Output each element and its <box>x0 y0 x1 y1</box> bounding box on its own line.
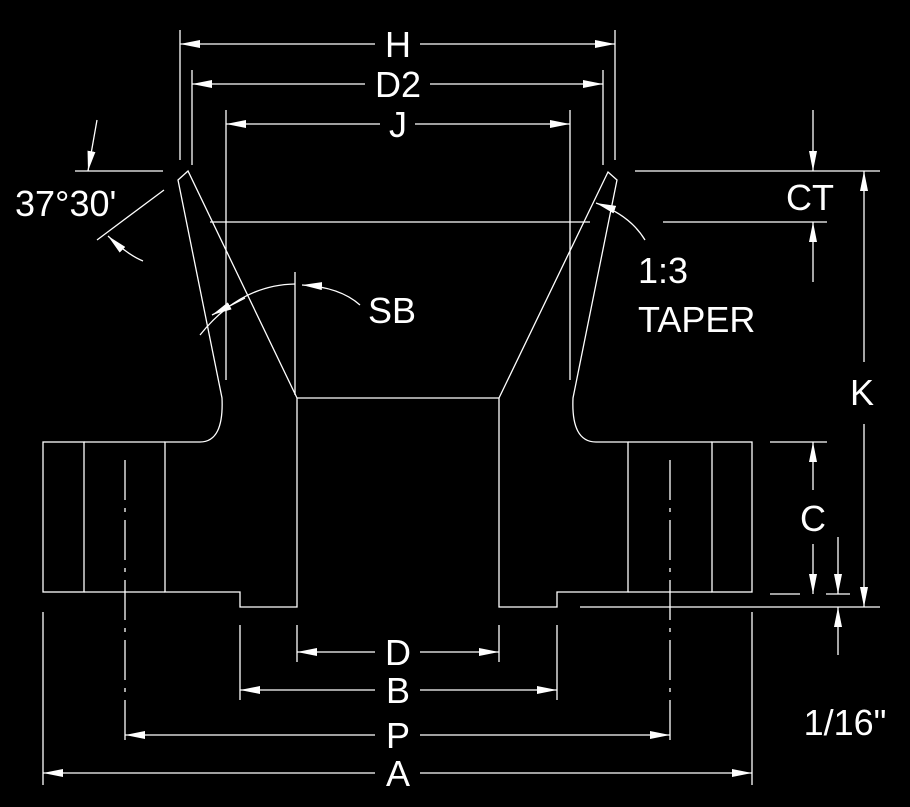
extension-lines <box>42 30 880 785</box>
right-flange-rim <box>711 441 753 593</box>
label-K: K <box>850 372 874 413</box>
label-taper: TAPER <box>638 299 755 340</box>
label-C: C <box>800 498 826 539</box>
label-D2: D2 <box>375 64 421 105</box>
label-J: J <box>389 104 407 145</box>
label-A: A <box>386 753 410 794</box>
label-B: B <box>386 670 410 711</box>
label-H: H <box>385 24 411 65</box>
dim-bevel-angle <box>87 119 165 262</box>
sb-leader <box>199 282 361 336</box>
label-bevel-angle: 37°30' <box>15 183 116 224</box>
label-taper-ratio: 1:3 <box>638 250 688 291</box>
label-SB: SB <box>368 290 416 331</box>
left-flange-rim <box>42 441 85 593</box>
label-raised-face: 1/16" <box>804 702 887 743</box>
label-P: P <box>386 715 410 756</box>
label-D: D <box>385 632 411 673</box>
bolt-holes <box>84 441 712 593</box>
taper-leader <box>595 202 646 241</box>
left-hub-section <box>164 169 298 608</box>
label-CT: CT <box>786 177 834 218</box>
right-hub-section <box>498 170 629 608</box>
